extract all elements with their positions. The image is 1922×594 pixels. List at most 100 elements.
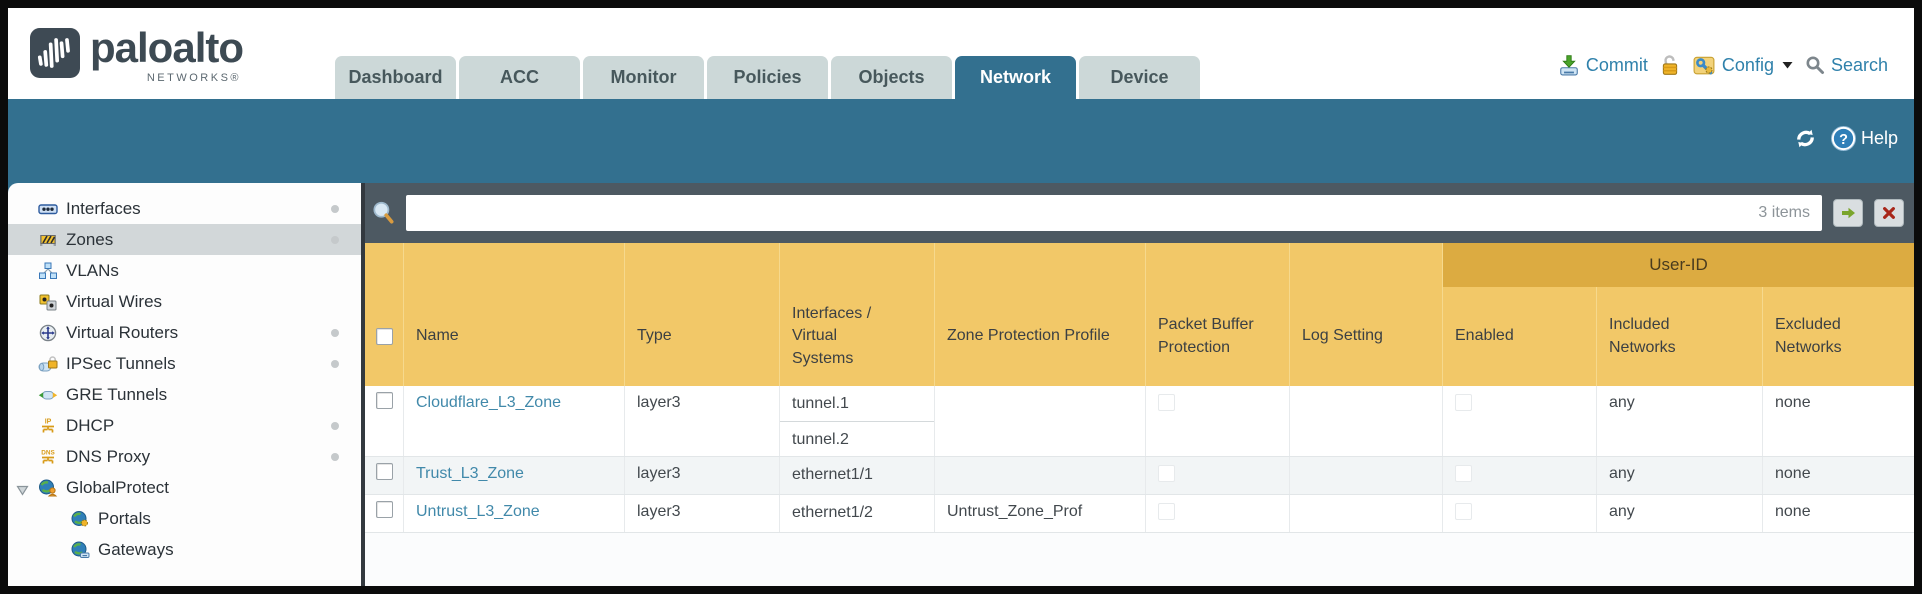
sidebar-item-label: Interfaces [66,198,141,218]
interface-entry: tunnel.1 [780,386,934,422]
sidebar-item-ipsec-tunnels[interactable]: IPSec Tunnels [8,348,361,379]
sidebar-item-label: Portals [98,508,151,528]
sidebar-item-label: VLANs [66,260,119,280]
search-button[interactable]: Search [1805,55,1888,76]
user-id-enabled-cell [1442,457,1596,494]
gre-tunnels-icon [38,386,58,404]
paloalto-logo-icon [30,28,80,78]
sidebar-item-portals[interactable]: Portals [8,503,361,534]
paloalto-logo: paloalto NETWORKS® [30,24,244,84]
help-icon: ? [1830,125,1857,152]
refresh-icon[interactable] [1793,126,1818,151]
column-header-label: Included Networks [1609,316,1676,356]
items-count: 3 items [1758,204,1810,221]
sidebar-item-vlans[interactable]: VLANs [8,255,361,286]
user-id-enabled-checkbox[interactable] [1455,465,1472,482]
status-dot [331,360,339,368]
excluded-networks-cell: none [1762,457,1914,494]
column-header-interfaces-virtual-systems: Interfaces / Virtual Systems [779,287,934,386]
interface-entry: ethernet1/2 [792,504,873,521]
tab-network[interactable]: Network [955,56,1076,99]
zone-protection-profile-cell [934,386,1145,456]
column-header-excluded-networks: Excluded Networks [1762,287,1914,386]
sidebar-item-label: Zones [66,229,114,249]
help-button[interactable]: ? Help [1830,125,1898,152]
tab-policies[interactable]: Policies [707,56,828,99]
filter-input[interactable]: 3 items [406,195,1822,231]
zone-name-link[interactable]: Trust_L3_Zone [416,465,524,482]
packet-buffer-protection-cell [1145,386,1289,456]
tab-monitor[interactable]: Monitor [583,56,704,99]
packet-buffer-checkbox[interactable] [1158,465,1175,482]
tab-device[interactable]: Device [1079,56,1200,99]
column-header-label: Type [637,327,672,345]
row-checkbox[interactable] [375,463,393,480]
sidebar-item-interfaces[interactable]: Interfaces [8,193,361,224]
brand-subtitle: NETWORKS® [146,72,242,84]
row-select-cell [365,386,403,456]
apply-filter-button[interactable] [1833,199,1863,227]
status-dot [331,453,339,461]
sidebar-divider [361,183,365,586]
tab-acc[interactable]: ACC [459,56,580,99]
column-header-label: Log Setting [1302,327,1383,345]
sidebar-item-virtual-routers[interactable]: Virtual Routers [8,317,361,348]
zone-name-link[interactable]: Cloudflare_L3_Zone [416,394,561,411]
zone-name-link[interactable]: Untrust_L3_Zone [416,503,540,520]
sidebar-item-label: Gateways [98,539,174,559]
status-dot [331,329,339,337]
sidebar-item-gateways[interactable]: Gateways [8,534,361,565]
user-id-enabled-checkbox[interactable] [1455,394,1472,411]
column-header-label: Name [416,327,459,345]
sidebar-item-zones[interactable]: Zones [8,224,361,255]
zone-name-cell: Trust_L3_Zone [403,457,624,494]
row-checkbox[interactable] [375,501,393,518]
tab-objects[interactable]: Objects [831,56,952,99]
sidebar-item-gre-tunnels[interactable]: GRE Tunnels [8,379,361,410]
svg-text:DNS: DNS [41,449,55,456]
sidebar-item-globalprotect[interactable]: GlobalProtect [8,472,361,503]
column-header-log-setting: Log Setting [1289,287,1442,386]
filter-toolbar: 3 items [365,183,1914,243]
expand-triangle-icon[interactable] [16,481,29,501]
packet-buffer-protection-cell [1145,495,1289,532]
lock-icon[interactable] [1660,54,1680,76]
select-all-checkbox[interactable] [375,328,393,345]
included-networks-cell: any [1596,386,1762,456]
header-group-spacer [1289,243,1442,287]
interface-entry: ethernet1/1 [792,466,873,483]
user-id-enabled-checkbox[interactable] [1455,503,1472,520]
page-header-band: ? Help [8,99,1914,183]
log-setting-cell [1289,457,1442,494]
svg-text:?: ? [1839,132,1848,148]
zone-type-cell: layer3 [624,495,779,532]
commit-button[interactable]: Commit [1558,54,1648,76]
interfaces-cell: ethernet1/2 [779,495,934,532]
row-select-cell [365,495,403,532]
vlans-icon [38,262,58,280]
column-header-enabled: Enabled [1442,287,1596,386]
status-dot [331,236,339,244]
packet-buffer-checkbox[interactable] [1158,394,1175,411]
sidebar-item-label: Virtual Routers [66,322,179,342]
packet-buffer-protection-cell [1145,457,1289,494]
config-icon [1692,54,1716,76]
config-menu[interactable]: Config [1692,54,1793,76]
virtual-routers-icon [38,324,58,342]
row-checkbox[interactable] [375,392,393,409]
packet-buffer-checkbox[interactable] [1158,503,1175,520]
interfaces-icon [38,200,58,218]
sidebar-item-label: Virtual Wires [66,291,163,311]
sidebar-item-virtual-wires[interactable]: Virtual Wires [8,286,361,317]
tab-dashboard[interactable]: Dashboard [335,56,456,99]
zone-name-cell: Untrust_L3_Zone [403,495,624,532]
clear-filter-button[interactable] [1874,199,1904,227]
zone-protection-profile-cell [934,457,1145,494]
column-header-label: Packet Buffer Protection [1158,316,1254,356]
